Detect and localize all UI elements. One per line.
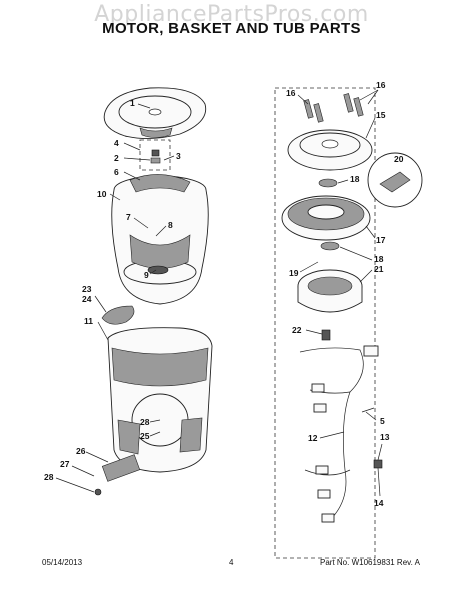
callout-20: 20 bbox=[394, 154, 404, 164]
callout-16a: 16 bbox=[286, 88, 296, 98]
part-bracket bbox=[101, 305, 135, 325]
callout-2: 2 bbox=[114, 153, 119, 163]
part-washer-lower bbox=[320, 241, 340, 251]
dashed-outline bbox=[274, 87, 376, 559]
part-drain-pump bbox=[94, 454, 141, 496]
part-plug bbox=[321, 329, 331, 341]
callout-12: 12 bbox=[308, 433, 318, 443]
callout-16b: 16 bbox=[376, 80, 386, 90]
callout-10: 10 bbox=[97, 189, 107, 199]
watermark: AppliancePartsPros.com bbox=[94, 2, 369, 27]
callout-6: 6 bbox=[114, 167, 119, 177]
footer-date: 05/14/2013 bbox=[42, 558, 83, 567]
callout-4: 4 bbox=[114, 138, 119, 148]
part-clips bbox=[303, 93, 364, 123]
footer-part-number: Part No. W10619831 Rev. A bbox=[320, 558, 420, 567]
callout-11: 11 bbox=[84, 316, 93, 326]
callout-5: 5 bbox=[380, 416, 385, 426]
page-title: MOTOR, BASKET AND TUB PARTS bbox=[102, 20, 361, 37]
part-basket-ring bbox=[103, 87, 207, 139]
footer-page: 4 bbox=[229, 558, 234, 567]
callouts: 1 4 2 3 6 10 7 8 9 23 24 11 28 25 26 27 … bbox=[44, 80, 404, 508]
leader-lines bbox=[55, 89, 383, 497]
callout-28a: 28 bbox=[140, 417, 150, 427]
callout-8: 8 bbox=[168, 220, 173, 230]
callout-15: 15 bbox=[376, 110, 386, 120]
callout-9: 9 bbox=[144, 270, 149, 280]
part-motor-mount bbox=[287, 129, 373, 171]
part-outer-tub bbox=[107, 327, 213, 473]
callout-17: 17 bbox=[376, 235, 386, 245]
callout-19: 19 bbox=[289, 268, 299, 278]
callout-14: 14 bbox=[374, 498, 384, 508]
callout-1: 1 bbox=[130, 98, 135, 108]
callout-21: 21 bbox=[374, 264, 384, 274]
callout-13: 13 bbox=[380, 432, 390, 442]
part-sensor-inset bbox=[367, 152, 423, 208]
callout-27: 27 bbox=[60, 459, 70, 469]
callout-7: 7 bbox=[126, 212, 131, 222]
part-basket bbox=[111, 174, 209, 305]
callout-26: 26 bbox=[76, 446, 86, 456]
callout-22: 22 bbox=[292, 325, 302, 335]
callout-23: 23 bbox=[82, 284, 92, 294]
callout-3: 3 bbox=[176, 151, 181, 161]
part-rotor bbox=[281, 195, 371, 241]
callout-24: 24 bbox=[82, 294, 92, 304]
callout-28b: 28 bbox=[44, 472, 54, 482]
callout-18a: 18 bbox=[350, 174, 360, 184]
callout-18b: 18 bbox=[374, 254, 384, 264]
part-stator bbox=[297, 269, 363, 313]
callout-25: 25 bbox=[140, 431, 150, 441]
part-washer-upper bbox=[318, 178, 338, 188]
part-wire-harness bbox=[299, 345, 383, 523]
part-hub-bolt bbox=[139, 139, 171, 171]
